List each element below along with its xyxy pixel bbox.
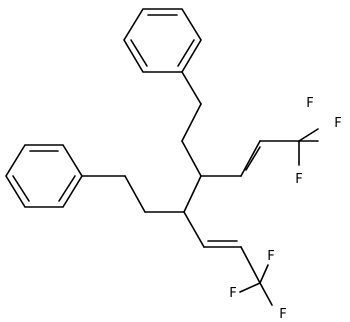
trifluoropropenyl-lower <box>183 211 273 306</box>
trifluoropropenyl-upper <box>200 128 319 177</box>
fluorine-label: F <box>334 116 341 131</box>
backbone-bond <box>183 175 202 213</box>
fluorine-label: F <box>279 307 286 322</box>
phenyl-ring-upper <box>123 8 202 73</box>
ethyl-linker-lower <box>81 175 185 213</box>
fluorine-label: F <box>229 286 236 301</box>
fluorine-label: F <box>267 249 274 264</box>
fluorine-label: F <box>306 96 313 111</box>
ethyl-linker-upper <box>181 71 202 177</box>
phenyl-ring-lower <box>5 144 83 208</box>
fluorine-label: F <box>295 172 302 187</box>
